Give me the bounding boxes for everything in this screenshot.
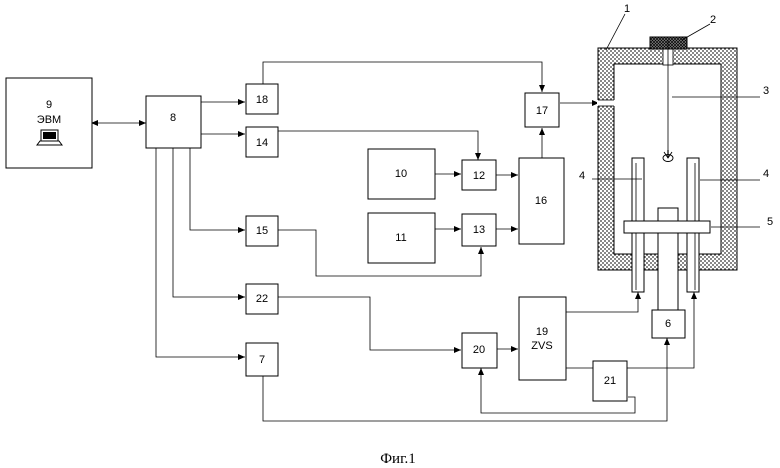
svg-text:15: 15 (256, 225, 268, 237)
callout-5: 5 (767, 216, 773, 228)
block-14: 14 (246, 127, 278, 157)
callout-4-left: 4 (579, 170, 585, 182)
block-18: 18 (246, 84, 278, 114)
block-13: 13 (462, 214, 496, 246)
svg-text:ЭВМ: ЭВМ (37, 114, 61, 126)
svg-text:20: 20 (473, 344, 485, 356)
callout-4-right: 4 (763, 168, 769, 180)
callout-2: 2 (710, 14, 716, 26)
svg-text:9: 9 (46, 99, 52, 111)
svg-text:ZVS: ZVS (531, 340, 552, 352)
callout-1: 1 (624, 3, 630, 15)
block-8: 8 (146, 96, 201, 148)
link-8-15 (190, 148, 245, 230)
figure-caption: Фиг.1 (380, 451, 416, 467)
block-20: 20 (462, 333, 497, 368)
svg-text:8: 8 (170, 112, 176, 124)
leader-2 (682, 24, 710, 40)
block-9-computer: 9 ЭВМ (6, 78, 92, 168)
svg-text:12: 12 (473, 170, 485, 182)
svg-text:6: 6 (665, 318, 671, 330)
link-18-17 (263, 62, 542, 92)
link-22-20 (278, 297, 461, 350)
link-8-7 (156, 148, 245, 357)
block-17: 17 (525, 93, 559, 127)
link-8-22 (173, 148, 245, 297)
svg-text:11: 11 (395, 232, 406, 244)
svg-text:16: 16 (535, 195, 547, 207)
laptop-icon (37, 130, 62, 145)
vacuum-chamber (597, 37, 737, 311)
callout-3: 3 (763, 85, 769, 97)
block-6: 6 (652, 310, 685, 338)
block-15: 15 (246, 216, 278, 246)
svg-text:14: 14 (256, 137, 268, 149)
link-19-electrode (566, 292, 638, 312)
block-21: 21 (593, 361, 627, 401)
svg-text:17: 17 (536, 105, 548, 117)
svg-text:13: 13 (473, 224, 485, 236)
svg-text:21: 21 (604, 375, 616, 387)
block-16: 16 (519, 158, 564, 244)
block-12: 12 (462, 160, 496, 190)
block-11: 11 (368, 213, 435, 263)
svg-text:22: 22 (256, 293, 268, 305)
svg-text:7: 7 (259, 354, 265, 366)
block-10: 10 (368, 149, 435, 199)
svg-text:10: 10 (395, 168, 407, 180)
block-7: 7 (246, 343, 278, 376)
svg-text:18: 18 (256, 94, 268, 106)
block-19-zvs: 19 ZVS (519, 297, 566, 380)
leader-1 (606, 14, 625, 50)
svg-text:19: 19 (536, 326, 548, 338)
block-22: 22 (246, 284, 278, 314)
